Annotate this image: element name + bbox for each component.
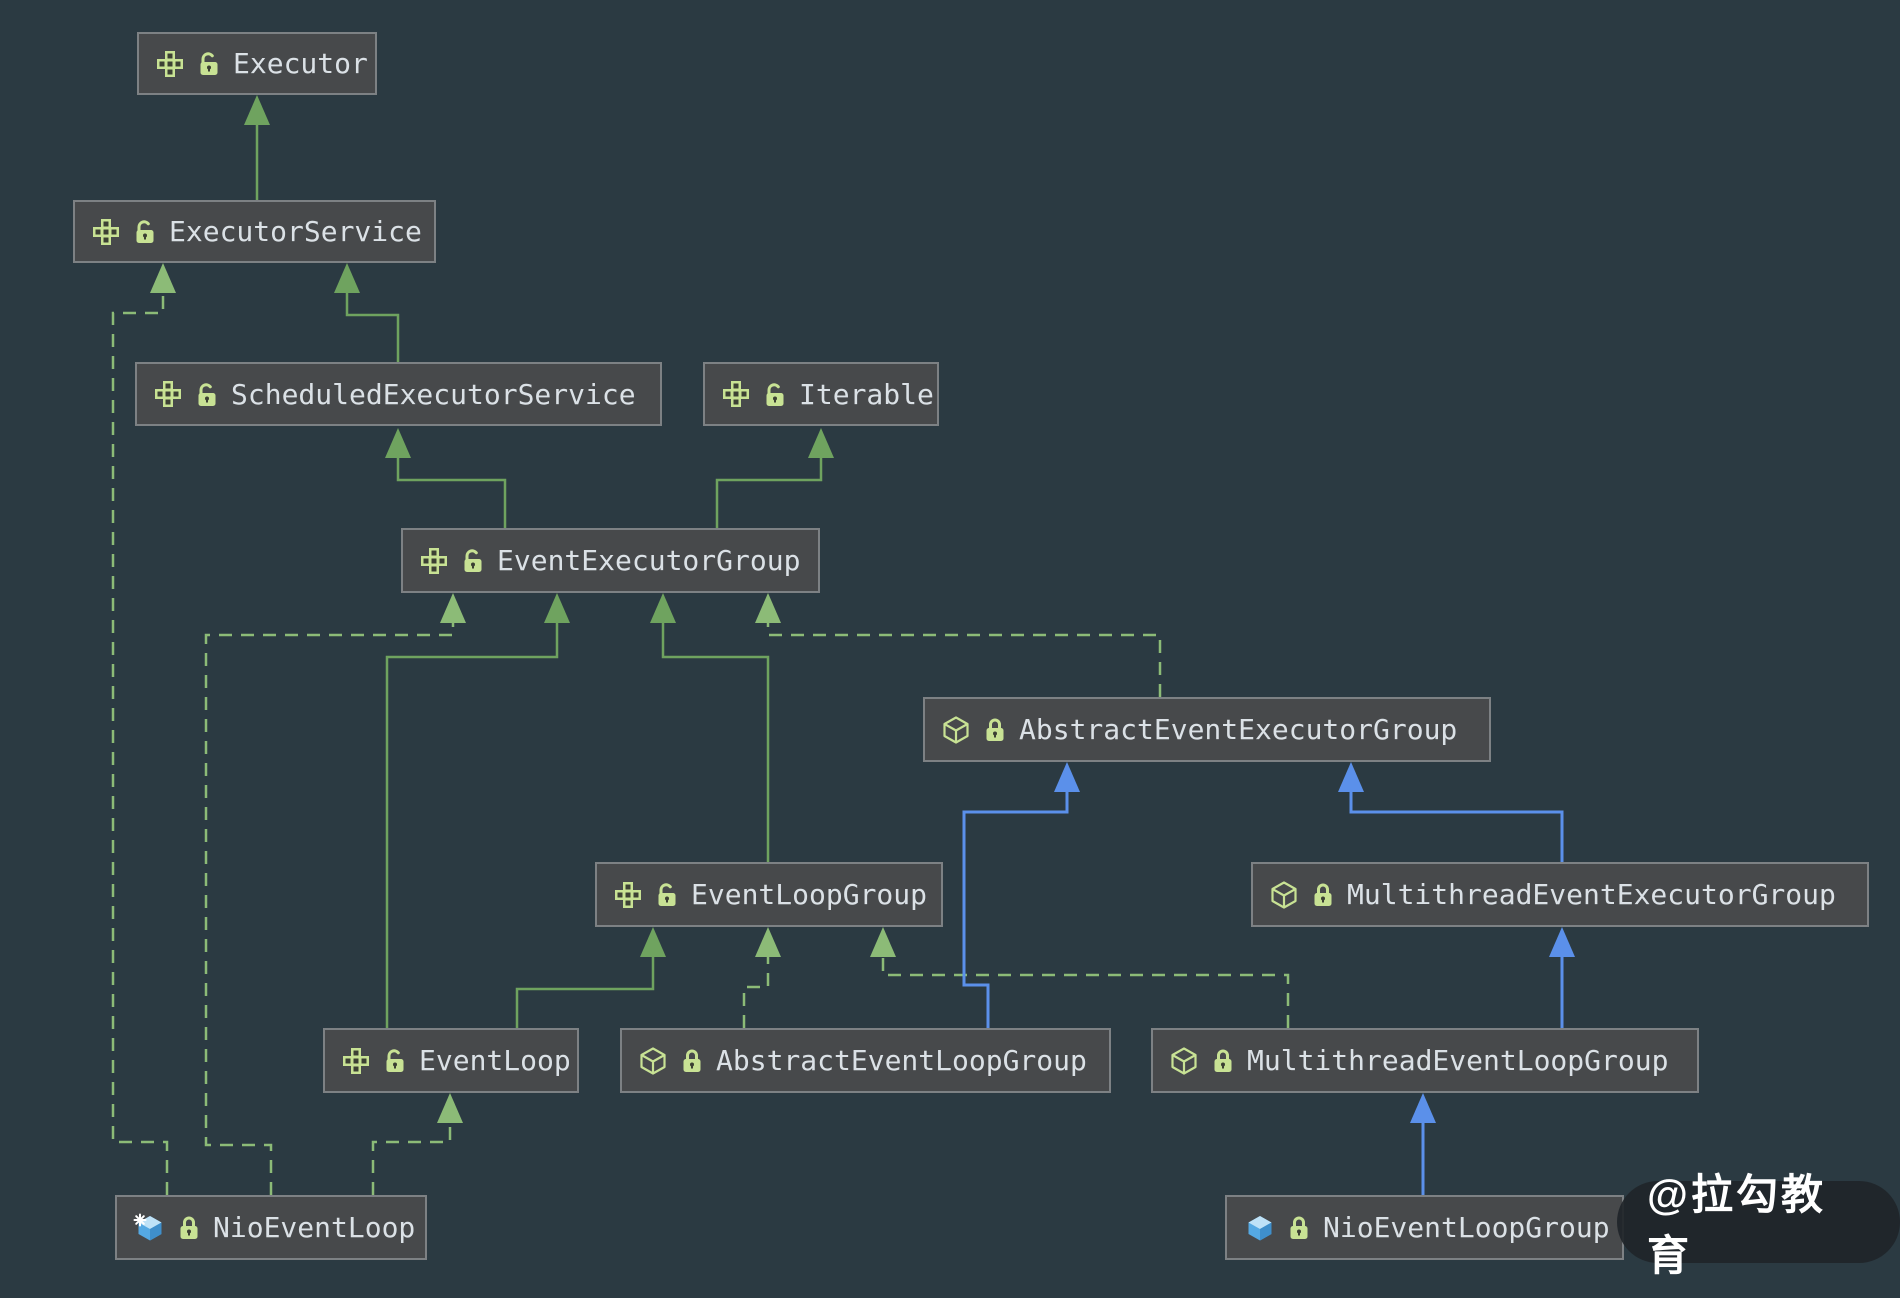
edge-event-loop-group-to-event-executor-group [661, 621, 770, 862]
arrowhead-abstract-event-loop-group-to-abstract-event-executor-group [1054, 762, 1080, 792]
open-lock-icon [464, 549, 482, 572]
interface-icon [343, 1047, 369, 1074]
class-name-label: MultithreadEventLoopGroup [1247, 1044, 1669, 1077]
edge-abstract-event-loop-group-to-event-loop-group [742, 955, 770, 1028]
interface-icon [155, 381, 181, 407]
arrowhead-abstract-event-executor-group-to-event-executor-group [755, 593, 781, 623]
interface-icon [723, 381, 749, 407]
interface-icon [615, 881, 641, 908]
arrowhead-abstract-event-loop-group-to-event-loop-group [755, 927, 781, 957]
arrowhead-multithread-event-executor-group-to-abstract-event-executor-group [1338, 762, 1364, 792]
class-box-event-loop[interactable]: EventLoop [323, 1028, 579, 1093]
class-box-executor[interactable]: Executor [137, 32, 377, 95]
abstract-class-icon [943, 715, 969, 744]
closed-lock-icon [1290, 1216, 1308, 1239]
class-box-multithread-event-executor-group[interactable]: MultithreadEventExecutorGroup [1251, 862, 1869, 927]
class-name-label: EventExecutorGroup [497, 544, 801, 577]
interface-icon [157, 50, 183, 77]
class-box-executor-service[interactable]: ExecutorService [73, 200, 436, 263]
arrowhead-multithread-event-loop-group-to-multithread-event-executor-group [1549, 927, 1575, 957]
edge-event-executor-group-to-scheduled-executor-service [396, 456, 507, 528]
class-name-label: AbstractEventExecutorGroup [1019, 713, 1458, 746]
open-lock-icon [766, 382, 784, 406]
class-icon [133, 1213, 162, 1240]
edge-multithread-event-loop-group-to-event-loop-group [881, 955, 1290, 1028]
open-lock-icon [198, 382, 216, 406]
closed-lock-icon [683, 1049, 701, 1072]
arrowhead-multithread-event-loop-group-to-event-loop-group [870, 927, 896, 957]
class-box-nio-event-loop-group[interactable]: NioEventLoopGroup [1225, 1195, 1624, 1260]
abstract-class-icon [1171, 1046, 1197, 1075]
class-box-event-executor-group[interactable]: EventExecutorGroup [401, 528, 820, 593]
edge-abstract-event-executor-group-to-event-executor-group [766, 621, 1162, 697]
edge-event-loop-to-event-executor-group [385, 621, 559, 1028]
open-lock-icon [658, 883, 676, 906]
edge-event-executor-group-to-iterable [715, 456, 823, 528]
open-lock-icon [386, 1049, 404, 1072]
edge-multithread-event-executor-group-to-abstract-event-executor-group [1349, 790, 1564, 862]
arrowhead-nio-event-loop-to-event-executor-group [440, 593, 466, 623]
class-box-event-loop-group[interactable]: EventLoopGroup [595, 862, 943, 927]
open-lock-icon [136, 220, 154, 243]
edge-nio-event-loop-to-event-executor-group [204, 621, 455, 1195]
class-name-label: MultithreadEventExecutorGroup [1347, 878, 1836, 911]
arrowhead-event-loop-to-event-loop-group [640, 927, 666, 957]
class-box-iterable[interactable]: Iterable [703, 362, 939, 426]
edge-event-loop-to-event-loop-group [515, 955, 655, 1028]
final-snowflake-badge [133, 1213, 147, 1226]
class-icon [1248, 1215, 1272, 1240]
class-box-abstract-event-executor-group[interactable]: AbstractEventExecutorGroup [923, 697, 1491, 762]
closed-lock-icon [1314, 883, 1332, 906]
class-name-label: NioEventLoopGroup [1323, 1211, 1610, 1244]
closed-lock-icon [1214, 1049, 1232, 1072]
arrowhead-nio-event-loop-group-to-multithread-event-loop-group [1410, 1093, 1436, 1123]
class-name-label: ExecutorService [169, 215, 422, 248]
watermark-pill: @拉勾教育 [1617, 1171, 1900, 1279]
closed-lock-icon [180, 1216, 198, 1239]
class-name-label: EventLoopGroup [691, 878, 928, 911]
edge-nio-event-loop-to-event-loop [371, 1121, 452, 1195]
arrowhead-scheduled-executor-service-to-executor-service [334, 263, 360, 293]
watermark-text: @拉勾教育 [1647, 1171, 1826, 1279]
arrowhead-event-loop-group-to-event-executor-group [650, 593, 676, 623]
edge-abstract-event-loop-group-to-abstract-event-executor-group [962, 790, 1069, 1028]
arrowhead-nio-event-loop-to-executor-service [150, 263, 176, 293]
class-name-label: AbstractEventLoopGroup [716, 1044, 1087, 1077]
class-name-label: Executor [233, 47, 368, 80]
class-name-label: Iterable [799, 377, 934, 411]
class-name-label: NioEventLoop [213, 1211, 416, 1244]
class-box-scheduled-executor-service[interactable]: ScheduledExecutorService [135, 362, 662, 426]
closed-lock-icon [986, 718, 1004, 741]
interface-icon [421, 547, 447, 574]
class-name-label: EventLoop [419, 1044, 571, 1077]
edge-nio-event-loop-to-executor-service [111, 291, 169, 1195]
edge-scheduled-executor-service-to-executor-service [345, 291, 400, 362]
class-box-abstract-event-loop-group[interactable]: AbstractEventLoopGroup [620, 1028, 1111, 1093]
arrowhead-executor-service-to-executor [244, 95, 270, 125]
arrowhead-event-executor-group-to-scheduled-executor-service [385, 428, 411, 458]
class-box-nio-event-loop[interactable]: NioEventLoop [115, 1195, 427, 1260]
arrowhead-event-loop-to-event-executor-group [544, 593, 570, 623]
class-name-label: ScheduledExecutorService [231, 377, 636, 411]
abstract-class-icon [1271, 880, 1297, 909]
open-lock-icon [200, 52, 218, 75]
arrowhead-event-executor-group-to-iterable [808, 428, 834, 458]
arrowhead-nio-event-loop-to-event-loop [437, 1093, 463, 1123]
class-box-multithread-event-loop-group[interactable]: MultithreadEventLoopGroup [1151, 1028, 1699, 1093]
abstract-class-icon [640, 1046, 666, 1075]
interface-icon [93, 218, 119, 245]
